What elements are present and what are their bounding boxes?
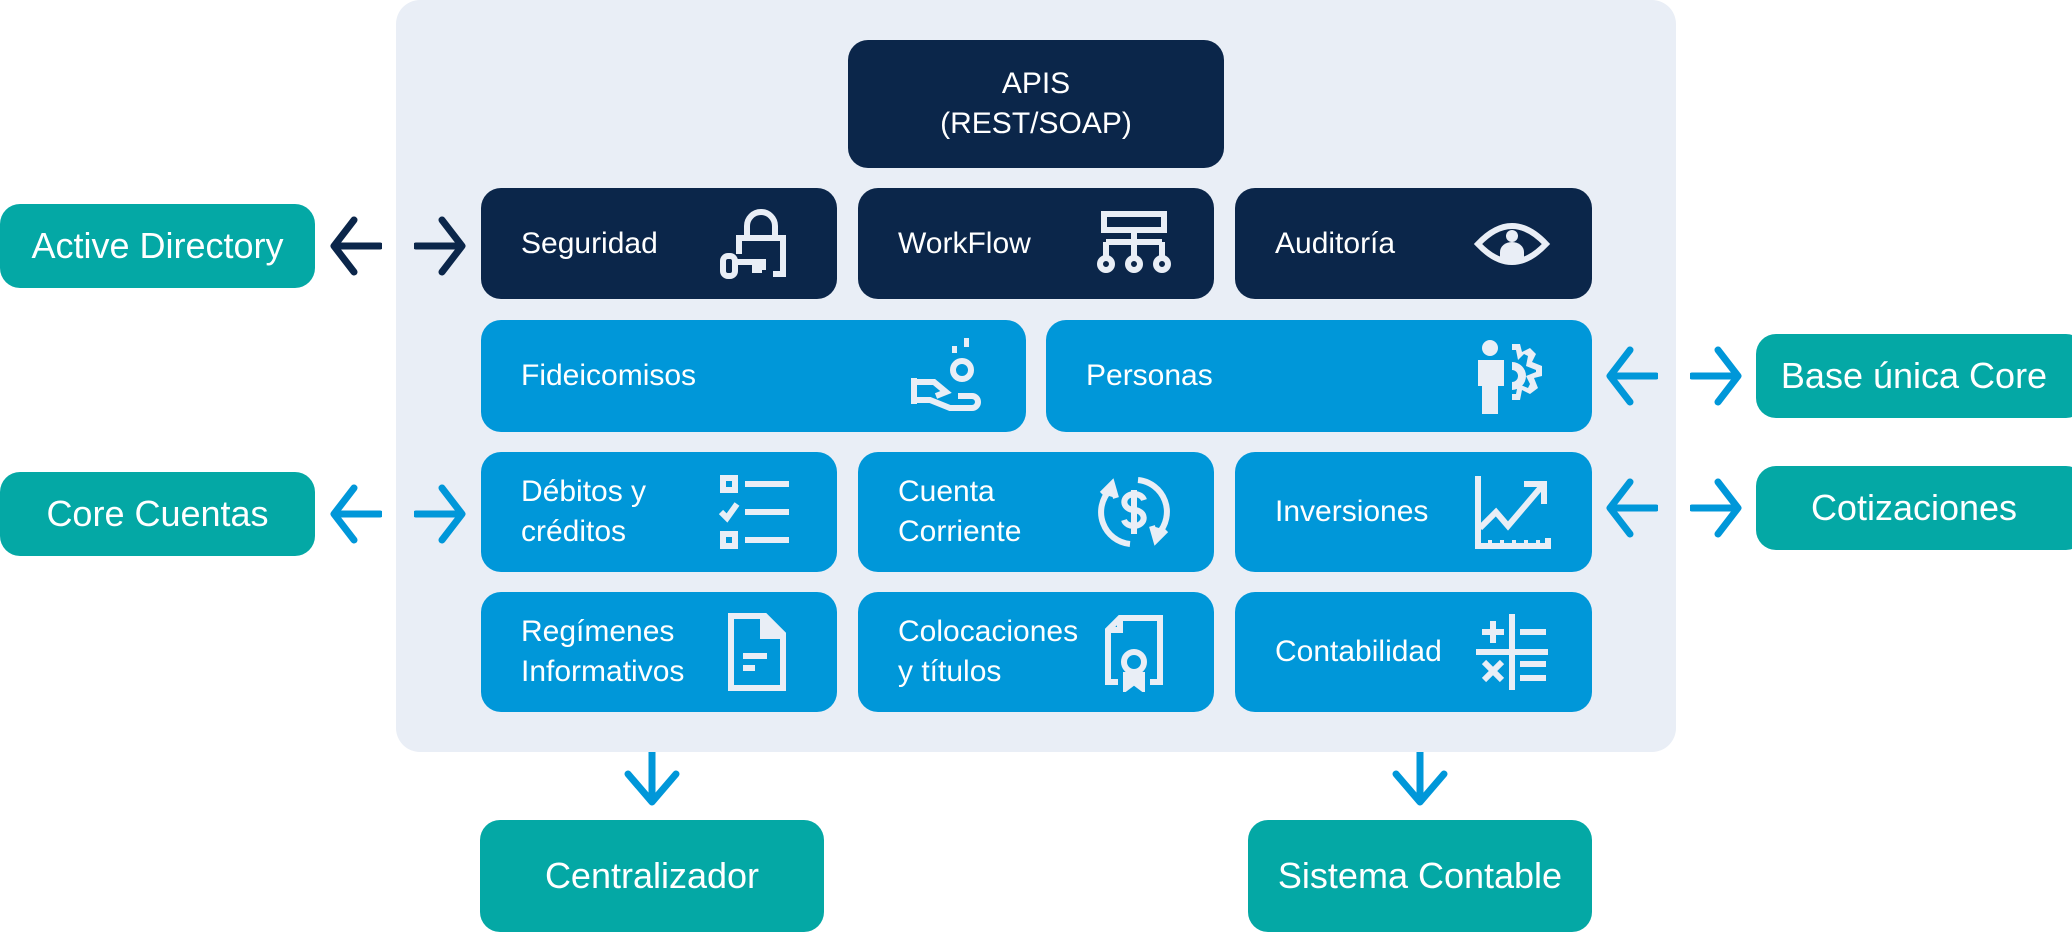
core-cuentas-label: Core Cuentas <box>46 493 269 534</box>
regimenes-informativos-module[interactable]: Regímenes Informativos <box>481 592 837 712</box>
personas-label: Personas <box>1086 359 1213 392</box>
personas-module[interactable]: Personas <box>1046 320 1592 432</box>
base-unica-core-box[interactable]: Base única Core <box>1756 334 2072 418</box>
cotizaciones-label: Cotizaciones <box>1810 487 2018 528</box>
colocaciones-titulos-label: Colocaciones y títulos <box>898 615 1079 688</box>
padlock-key-icon <box>717 204 797 284</box>
regimenes-informativos-label: Regímenes Informativos <box>521 615 685 688</box>
active-directory-label: Active Directory <box>31 225 284 266</box>
math-operators-icon <box>1472 612 1552 692</box>
apis-label: APIS (REST/SOAP) <box>940 67 1132 140</box>
workflow-hierarchy-icon <box>1094 204 1174 284</box>
inversiones-module[interactable]: Inversiones <box>1235 452 1592 572</box>
sistema-contable-label: Sistema Contable <box>1277 855 1563 896</box>
apis-box[interactable]: APIS (REST/SOAP) <box>848 40 1224 168</box>
workflow-module[interactable]: WorkFlow <box>858 188 1214 299</box>
cuenta-corriente-module[interactable]: Cuenta Corriente <box>858 452 1214 572</box>
active-directory-box[interactable]: Active Directory <box>0 204 315 288</box>
cotizaciones-box[interactable]: Cotizaciones <box>1756 466 2072 550</box>
contabilidad-module[interactable]: Contabilidad <box>1235 592 1592 712</box>
centralizador-label: Centralizador <box>544 855 760 896</box>
workflow-label: WorkFlow <box>898 226 1031 260</box>
fideicomisos-module[interactable]: Fideicomisos <box>481 320 1026 432</box>
centralizador-box[interactable]: Centralizador <box>480 820 824 932</box>
arrow-right-icon <box>414 482 466 546</box>
person-gear-icon <box>1472 336 1552 416</box>
seguridad-label: Seguridad <box>521 226 658 260</box>
arrow-down-icon <box>1390 752 1450 806</box>
arrow-right-icon <box>1690 344 1742 408</box>
seguridad-module[interactable]: Seguridad <box>481 188 837 299</box>
certificate-icon <box>1094 612 1174 692</box>
arrow-left-icon <box>1606 476 1658 540</box>
contabilidad-label: Contabilidad <box>1275 635 1442 668</box>
arrow-left-icon <box>330 214 382 278</box>
fideicomisos-label: Fideicomisos <box>521 359 697 392</box>
auditoria-label: Auditoría <box>1275 226 1396 260</box>
hand-coin-icon <box>906 336 986 416</box>
debitos-creditos-label: Débitos y créditos <box>521 475 647 548</box>
debitos-creditos-module[interactable]: Débitos y créditos <box>481 452 837 572</box>
inversiones-label: Inversiones <box>1275 495 1429 528</box>
arrow-right-icon <box>1690 476 1742 540</box>
arrow-left-icon <box>1606 344 1658 408</box>
arrow-left-icon <box>330 482 382 546</box>
core-cuentas-box[interactable]: Core Cuentas <box>0 472 315 556</box>
dollar-cycle-icon <box>1094 472 1174 552</box>
cuenta-corriente-label: Cuenta Corriente <box>898 475 1022 548</box>
auditoria-module[interactable]: Auditoría <box>1235 188 1592 299</box>
eye-person-icon <box>1472 204 1552 284</box>
arrow-down-icon <box>622 752 682 806</box>
arrow-right-icon <box>414 214 466 278</box>
growth-chart-icon <box>1472 472 1552 552</box>
colocaciones-titulos-module[interactable]: Colocaciones y títulos <box>858 592 1214 712</box>
document-icon <box>717 612 797 692</box>
sistema-contable-box[interactable]: Sistema Contable <box>1248 820 1592 932</box>
base-unica-core-label: Base única Core <box>1780 355 2048 396</box>
checklist-icon <box>717 472 797 552</box>
